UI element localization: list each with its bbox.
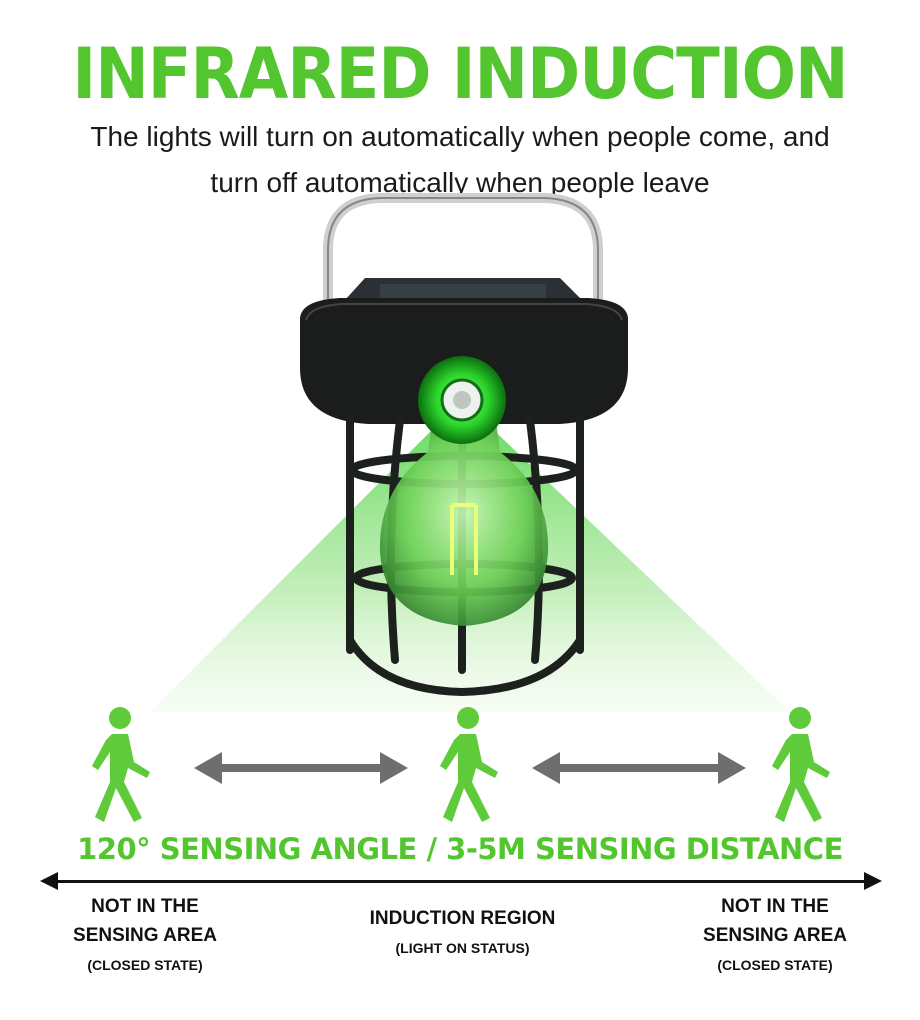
zone-middle-line1: INDUCTION REGION <box>369 908 556 929</box>
zone-left-line1: NOT IN THE <box>91 896 199 917</box>
headline-title: INFRARED INDUCTION <box>72 34 848 116</box>
zone-left-line2: SENSING AREA <box>73 925 217 946</box>
zone-right-state: (CLOSED STATE) <box>717 957 833 973</box>
subtitle-line-2: turn off automatically when people leave <box>210 167 710 198</box>
zone-right-line2: SENSING AREA <box>703 925 847 946</box>
double-arrow-icon <box>532 752 746 784</box>
zone-left-state: (CLOSED STATE) <box>87 957 203 973</box>
sensing-caption: 120° SENSING ANGLE / 3-5M SENSING DISTAN… <box>77 832 843 866</box>
walking-person-icon <box>92 707 150 822</box>
walking-person-icon <box>772 707 830 822</box>
zone-right-line1: NOT IN THE <box>721 896 829 917</box>
light-bulb-icon <box>379 420 549 626</box>
zone-right-label: NOT IN THE SENSING AREA (CLOSED STATE) <box>670 892 880 980</box>
zone-left-label: NOT IN THE SENSING AREA (CLOSED STATE) <box>40 892 250 980</box>
double-arrow-icon <box>194 752 408 784</box>
range-axis-arrow <box>40 872 882 890</box>
zone-middle-state: (LIGHT ON STATUS) <box>395 940 530 956</box>
zone-middle-label: INDUCTION REGION (LIGHT ON STATUS) <box>340 904 585 963</box>
walking-person-icon <box>440 707 498 822</box>
subtitle-line-1: The lights will turn on automatically wh… <box>90 121 830 152</box>
